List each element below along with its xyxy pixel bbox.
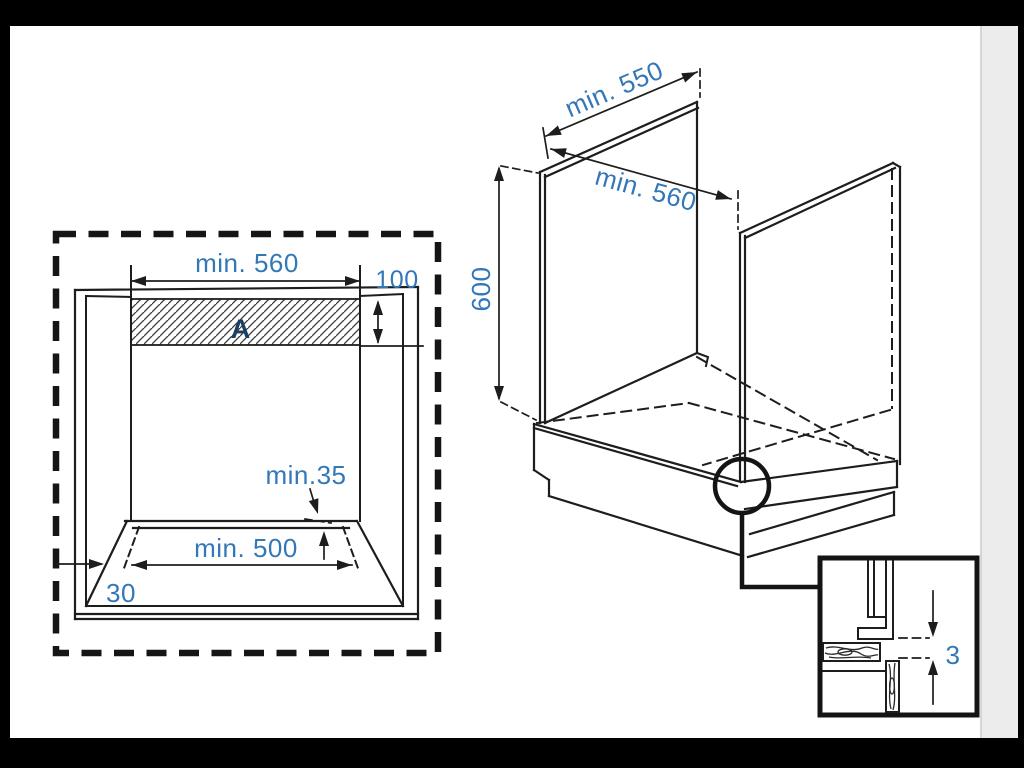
front-view-diagram: min. 560 100 A min.35 min. 500 30 [52, 230, 442, 657]
detail-view: 3 [817, 555, 980, 718]
cabinet-front-outline [73, 265, 420, 621]
dim-label-floor-depth: min. 500 [194, 533, 298, 563]
dim-label-gap: 3 [946, 640, 961, 670]
oven-section-profile [857, 560, 894, 640]
cabinet-shelf-section [822, 642, 900, 713]
callout-connector-line [739, 513, 818, 590]
vent-area-letter: A [231, 314, 252, 344]
dim-label-vent-gap: 100 [375, 266, 418, 294]
isometric-dimensions [494, 68, 739, 422]
dim-label-plinth-recess: 30 [106, 578, 136, 608]
right-side-panel [738, 161, 902, 484]
detail-box-border [817, 555, 980, 718]
hidden-floor-edges [535, 355, 896, 467]
hatched-vent-area [130, 298, 361, 346]
cabinet-base [532, 422, 899, 559]
dim-label-rear-clearance: min.35 [265, 460, 346, 490]
dim-label-cabinet-height: 600 [466, 267, 496, 312]
gap-dimension: 3 [898, 590, 961, 705]
page-edge-strip [981, 26, 1018, 738]
front-view-dimensions [56, 276, 424, 570]
dim-label-niche-width: min. 560 [195, 248, 299, 278]
wood-grain-plinth [885, 660, 900, 713]
left-side-panel [538, 100, 710, 425]
dashed-boundary-border [52, 230, 442, 657]
